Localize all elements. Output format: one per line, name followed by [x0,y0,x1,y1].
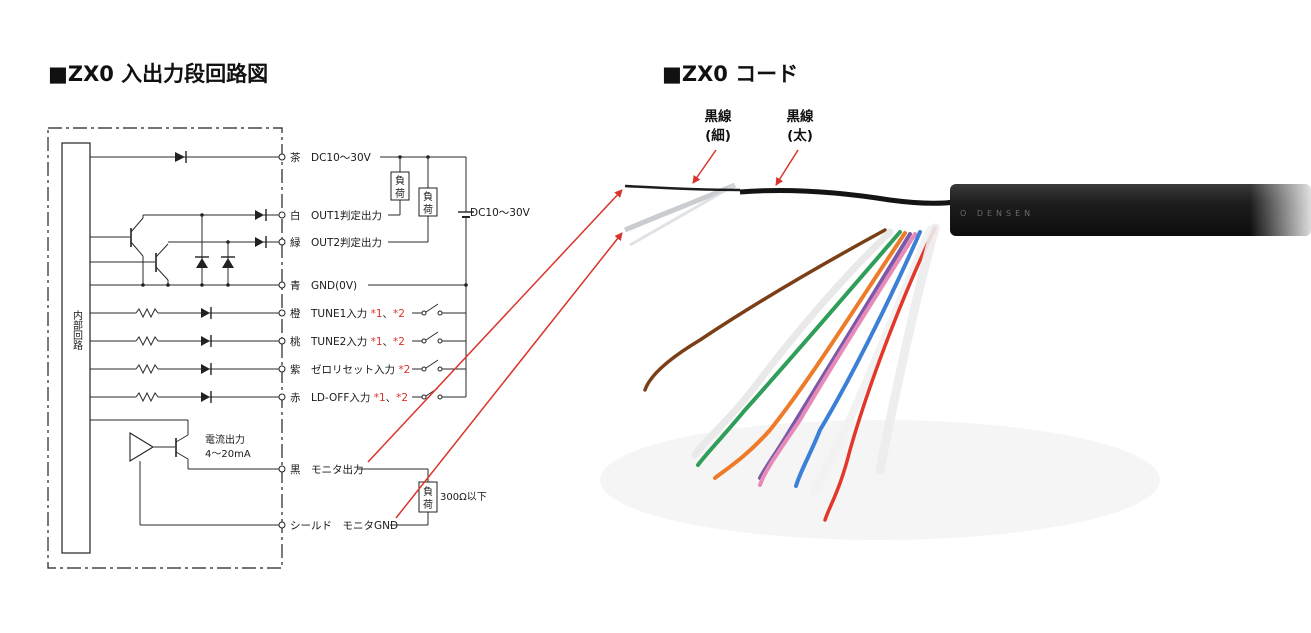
pink-wire [758,232,917,487]
thin-wire-label-line1: 黒線 [705,108,733,125]
diode-icon [255,210,264,220]
monitor-gnd-arrow [395,232,623,519]
circuit-diagram: 内部回路 [47,127,531,569]
terminal-label-red: 赤 LD-OFF入力 *1、*2 [290,391,408,404]
terminal-label-purple: 紫 ゼロリセット入力 *2 [290,363,410,376]
white-wire-b [810,226,934,496]
white-wire-a [691,228,894,459]
blue-wire [794,230,922,488]
zener-diode-icon [196,258,208,268]
terminal-label-white: 白 OUT1判定出力 [290,209,382,222]
thin-black-wire [624,184,741,192]
load-1-label-top: 負 [395,175,405,187]
cable-print: O DENSEN [960,209,1034,218]
terminal-red [278,393,286,401]
cable-photo: O DENSEN 黒線 (細) 黒線 (太) [600,108,1311,540]
terminal-label-blue: 青 GND(0V) [290,279,357,292]
thick-black-wire [739,187,956,206]
diode-icon [175,152,185,162]
right-title: ■ZX0 コード [662,62,798,86]
conductor-wires [643,223,940,522]
thick-wire-label-line2: (太) [787,127,813,144]
internal-circuit-label: 内部回路 [71,309,83,351]
monitor-output-arrow [367,189,623,463]
terminal-label-black: 黒 モニタ出力 [290,463,364,476]
load-3-label-bottom: 荷 [423,499,433,511]
terminal-label-shield: シールド モニタGND [290,520,398,532]
input-stages [90,307,279,403]
terminal-label-pink: 桃 TUNE2入力 *1、*2 [290,335,405,348]
shield-braid [624,182,736,233]
left-title: ■ZX0 入出力段回路図 [48,62,268,86]
terminal-pink [278,337,286,345]
diode-icon [255,237,264,247]
green-wire [696,230,902,467]
load-2-label-bottom: 荷 [423,204,433,216]
thick-wire-label-line1: 黒線 [787,108,815,125]
power-supply-label: DC10～30V [470,207,531,219]
amplifier-icon [129,432,155,462]
zener-diode-icon [222,258,234,268]
red-wire [823,226,937,522]
terminal-black [278,465,286,473]
thin-wire-label-line2: (細) [705,127,731,144]
thin-wire-arrow [692,149,717,184]
current-output-label: 電流出力 [205,433,245,446]
thick-wire-arrow [775,149,799,186]
terminal-label-green: 緑 OUT2判定出力 [290,236,382,249]
resistor-limit-label: 300Ω以下 [440,492,487,503]
sensor-boundary [47,127,283,569]
terminal-label-orange: 橙 TUNE1入力 *1、*2 [290,307,405,320]
terminal-shield [278,521,286,529]
load-2-label-top: 負 [423,191,433,203]
terminal-brown [278,153,286,161]
terminal-purple [278,365,286,373]
cable-jacket [950,184,1311,236]
terminal-orange [278,309,286,317]
load-3-label-top: 負 [423,486,433,498]
internal-circuit-box [61,142,91,554]
terminal-label-brown: 茶 DC10～30V [290,151,372,164]
current-output-range: 4～20mA [205,449,251,460]
white-filler [875,223,940,475]
brown-wire [643,228,887,392]
terminal-white [278,211,286,219]
terminal-green [278,238,286,246]
load-1-label-bottom: 荷 [395,188,405,200]
orange-wire [713,231,907,480]
terminal-blue [278,281,286,289]
input-switches [412,303,466,400]
